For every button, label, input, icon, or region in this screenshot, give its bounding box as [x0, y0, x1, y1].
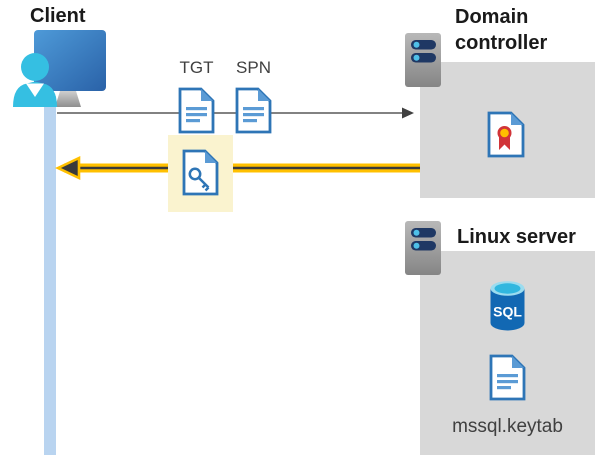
linux-server-icon [405, 221, 441, 275]
client-title: Client [30, 5, 86, 27]
domain-controller-title: Domain controller [455, 6, 548, 54]
spn-document-icon [235, 87, 272, 134]
linux-server-title: Linux server [457, 226, 576, 248]
sql-database-icon: SQL [490, 281, 525, 331]
tgt-label: TGT [179, 58, 214, 77]
keytab-document-icon [489, 354, 526, 401]
response-arrow [54, 155, 420, 181]
client-lifeline-bar [44, 96, 56, 455]
keytab-filename-label: mssql.keytab [452, 416, 563, 437]
monitor-icon [34, 30, 106, 107]
user-icon [13, 53, 57, 107]
certificate-icon [487, 111, 525, 158]
tgt-document-icon [178, 87, 215, 134]
client-icon [13, 30, 106, 107]
spn-label: SPN [236, 58, 271, 77]
domain-controller-server-icon [405, 33, 441, 87]
service-ticket-key-icon [182, 149, 219, 196]
sql-icon-label: SQL [493, 304, 522, 320]
